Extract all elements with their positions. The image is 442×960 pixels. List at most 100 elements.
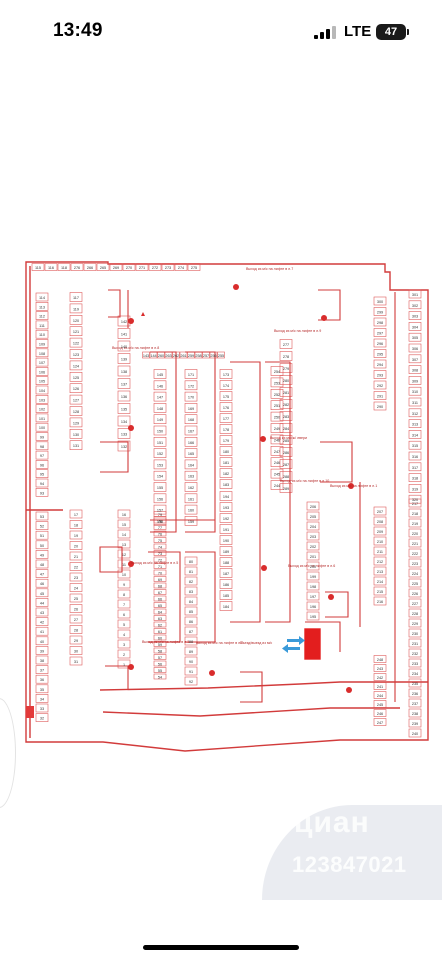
spot-number: 14 — [122, 533, 126, 537]
parking-spot-236 — [408, 688, 422, 698]
parking-spot-170 — [184, 391, 198, 402]
spot-number: 191 — [223, 528, 229, 532]
parking-spot-280 — [279, 375, 293, 385]
parking-spot-231 — [408, 638, 422, 648]
parking-spot-9 — [117, 579, 131, 589]
spot-number: 269 — [113, 266, 119, 270]
parking-spot-313 — [408, 419, 422, 428]
parking-spot-53 — [35, 511, 49, 521]
spot-number: 283 — [283, 415, 289, 419]
label-exit-2: Выход из м/с на лифте в л.2 — [196, 641, 243, 645]
parking-spot-51 — [35, 530, 49, 540]
parking-spot-254 — [270, 366, 284, 376]
spot-number: 75 — [158, 539, 162, 543]
spot-number: 120 — [73, 319, 79, 323]
parking-spot-110 — [35, 329, 49, 339]
parking-spot-165 — [184, 448, 198, 458]
spot-number: 103 — [39, 398, 45, 402]
spot-number: 169 — [188, 407, 194, 411]
parking-spot-287 — [279, 459, 293, 469]
parking-spot-115 — [31, 263, 45, 271]
spot-number: 84 — [189, 600, 193, 604]
parking-spot-307 — [408, 354, 422, 364]
parking-spot-132 — [117, 440, 131, 452]
status-time: 13:49 — [53, 20, 103, 41]
parking-spot-291 — [373, 391, 387, 400]
parking-spot-220 — [408, 528, 422, 538]
spot-number: 30 — [74, 650, 78, 654]
parking-spot-303 — [408, 311, 422, 320]
spot-number: 109 — [39, 343, 45, 347]
parking-spot-6 — [117, 609, 131, 619]
spot-number: 125 — [73, 376, 79, 380]
parking-spot-187 — [219, 568, 233, 578]
spot-number: 98 — [40, 445, 44, 449]
parking-spot-35 — [35, 684, 49, 694]
parking-floor-plan[interactable]: Выход из м/с на лифте в л.7 Выход из м/с… — [0, 62, 442, 900]
parking-spot-244 — [270, 480, 284, 490]
spot-number: 216 — [377, 600, 383, 604]
parking-spot-61 — [153, 628, 167, 634]
parking-spot-179 — [219, 435, 233, 445]
image-viewer[interactable]: Выход из м/с на лифте в л.7 Выход из м/с… — [0, 62, 442, 900]
watermark-logo: циан — [294, 806, 370, 839]
parking-spot-2 — [117, 649, 131, 659]
label-exit-stairs: Выход из м/с ж/ лвери — [270, 436, 307, 440]
spot-number: 302 — [412, 304, 418, 308]
parking-spot-238 — [408, 708, 422, 718]
parking-spot-192 — [219, 513, 233, 523]
parking-spot-42 — [35, 617, 49, 626]
spot-number: 122 — [73, 342, 79, 346]
parking-spot-305 — [408, 332, 422, 342]
spot-number: 179 — [223, 439, 229, 443]
parking-spot-213 — [373, 566, 387, 576]
parking-spot-70 — [153, 569, 167, 576]
spot-number: 50 — [40, 544, 44, 548]
parking-spot-81 — [184, 566, 198, 576]
parking-spot-218 — [408, 508, 422, 518]
spot-number: 214 — [377, 580, 383, 584]
spot-number: 188 — [223, 561, 229, 565]
spot-number: 303 — [412, 315, 418, 319]
spot-number: 65 — [158, 604, 162, 608]
parking-spot-129 — [69, 417, 83, 428]
spot-number: 249 — [274, 427, 280, 431]
spot-number: 252 — [274, 393, 280, 397]
spot-number: 9 — [123, 583, 125, 587]
spot-number: 170 — [188, 396, 194, 400]
parking-spot-212 — [373, 556, 387, 566]
parking-spot-195 — [306, 611, 320, 621]
spot-number: 32 — [40, 717, 44, 721]
spot-number: 270 — [126, 266, 132, 270]
spot-number: 211 — [377, 550, 383, 554]
spot-number: 311 — [412, 401, 418, 405]
parking-spot-161 — [184, 493, 198, 504]
spot-number: 224 — [412, 572, 418, 576]
spot-number: 100 — [39, 426, 45, 430]
spot-number: 288 — [283, 475, 289, 479]
spot-number: 201 — [310, 555, 316, 559]
spot-number: 279 — [283, 367, 289, 371]
spot-number: 112 — [39, 315, 45, 319]
parking-spot-29 — [69, 635, 83, 645]
spot-number: 70 — [158, 572, 162, 576]
parking-spot-124 — [69, 360, 83, 371]
parking-spot-114 — [35, 292, 49, 302]
parking-spot-126 — [69, 383, 83, 394]
spot-number: 102 — [39, 408, 45, 412]
spot-number: 45 — [40, 592, 44, 596]
spot-number: 19 — [74, 534, 78, 538]
spot-number: 292 — [377, 384, 383, 388]
parking-spot-48 — [35, 559, 49, 569]
parking-spot-38 — [35, 655, 49, 665]
spot-number: 94 — [40, 482, 44, 486]
home-indicator[interactable] — [143, 945, 299, 950]
parking-spot-74 — [153, 543, 167, 550]
parking-spot-7 — [117, 599, 131, 609]
parking-spot-184 — [219, 601, 233, 611]
parking-spot-162 — [184, 482, 198, 492]
spot-number: 243 — [377, 667, 383, 671]
label-exit-3: Выход из м/с на лифте в л.3 — [142, 640, 189, 644]
parking-spot-310 — [408, 386, 422, 396]
parking-spot-116 — [44, 263, 58, 271]
